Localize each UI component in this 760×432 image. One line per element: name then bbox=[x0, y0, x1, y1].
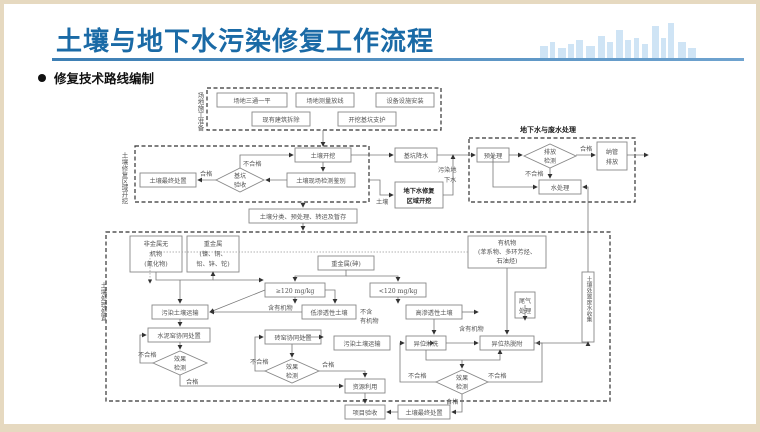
node-organics-2: (苯系物、多环芳烃、 bbox=[478, 248, 536, 256]
node-resource-use: 资源利用 bbox=[353, 383, 378, 391]
node-gw-excavation-2: 区域开挖 bbox=[407, 197, 433, 205]
node-organics-3: 石油烃) bbox=[497, 257, 518, 265]
node-brick-kiln: 砖窑协同处置 bbox=[274, 334, 311, 342]
group-label-soil-excavation: 土壤修复区域开挖 bbox=[120, 151, 128, 205]
node-nonmetal-3: (氰化物) bbox=[144, 260, 167, 268]
node-gw-excavation: 地下水修复 bbox=[404, 187, 436, 195]
node-effect-test-3: 效果 bbox=[456, 374, 468, 382]
node-arsenic: 重金属(砷) bbox=[331, 260, 361, 268]
node-cement-kiln: 水泥窑协同处置 bbox=[157, 332, 200, 340]
node-effect-test-2b: 检测 bbox=[286, 372, 298, 380]
node-high-perm: 高渗透性土壤 bbox=[415, 309, 452, 317]
bullet-icon bbox=[38, 74, 46, 82]
group-label-site-prep: 场地施工准备 bbox=[196, 91, 204, 133]
node-pit-acceptance-2: 验收 bbox=[234, 181, 246, 189]
node-contaminated-transport-2: 污染土壤运输 bbox=[343, 340, 381, 348]
label-no-organics-2: 有机物 bbox=[360, 317, 379, 325]
group-label-soil-treatment: 土壤处理处置 bbox=[99, 281, 107, 322]
label-contains-organics-1: 含有机物 bbox=[268, 304, 293, 312]
label-fail-effect-left: 不合格 bbox=[408, 372, 427, 380]
node-project-acceptance: 项目验收 bbox=[353, 409, 378, 417]
node-sewer-2: 排放 bbox=[606, 158, 618, 166]
node-discharge-test: 排放 bbox=[544, 148, 556, 156]
city-skyline-decoration bbox=[540, 23, 696, 60]
label-fail-pit: 不合格 bbox=[243, 160, 262, 168]
node-nonmetal-2: 机物 bbox=[150, 250, 162, 258]
node-soil-site-test: 土壤现场检测鉴别 bbox=[296, 177, 346, 185]
node-heavy-metal-2: (镍、铜、 bbox=[199, 250, 226, 258]
label-pass-discharge: 合格 bbox=[580, 145, 593, 153]
node-soil-classify: 土壤分类、预处理、转运及暂存 bbox=[260, 213, 347, 221]
node-pit-support: 开挖基坑支护 bbox=[348, 116, 385, 124]
node-nonmetal: 非金属无 bbox=[144, 240, 169, 248]
label-no-organics: 不含 bbox=[360, 308, 372, 316]
node-exsitu-thermal: 异位热脱附 bbox=[492, 340, 523, 348]
label-pass-brick: 合格 bbox=[322, 361, 335, 369]
label-polluted-gw: 污染地 bbox=[438, 166, 457, 174]
node-heavy-metal-3: 铅、锌、铊) bbox=[196, 260, 229, 268]
node-demolition: 现有建筑拆除 bbox=[262, 116, 300, 124]
node-pretreatment: 预处理 bbox=[484, 152, 503, 160]
node-soil-final-disposal-top: 土壤最终处置 bbox=[149, 177, 186, 185]
node-site-survey: 场地测量放线 bbox=[306, 97, 343, 105]
label-polluted-gw-2: 下水 bbox=[444, 176, 457, 184]
label-pass-effect: 合格 bbox=[446, 398, 459, 406]
node-contaminated-transport-1: 污染土壤运输 bbox=[161, 309, 199, 317]
node-effect-test-3b: 检测 bbox=[456, 383, 468, 391]
label-soil: 土壤 bbox=[376, 198, 388, 206]
group-water-treatment bbox=[468, 137, 636, 203]
node-organics: 有机物 bbox=[498, 239, 517, 247]
node-lt120: <120 mg/kg bbox=[379, 288, 418, 295]
node-tail-gas: 尾气 bbox=[519, 297, 531, 305]
node-low-perm: 低渗透性土壤 bbox=[310, 309, 347, 317]
node-soil-excavate: 土壤开挖 bbox=[311, 152, 336, 160]
node-effect-test-1b: 检测 bbox=[174, 364, 186, 372]
node-exsitu-wash: 异位淋洗 bbox=[414, 340, 440, 348]
label-pass-pit: 合格 bbox=[200, 170, 213, 178]
group-label-water-treatment: 地下水与废水处理 bbox=[520, 125, 576, 134]
group-site-prep bbox=[206, 87, 442, 131]
node-discharge-test-2: 检测 bbox=[544, 157, 556, 165]
label-pass-cement: 合格 bbox=[186, 378, 199, 386]
node-pit-dewatering: 基坑降水 bbox=[404, 152, 430, 160]
section-heading: 修复技术路线编制 bbox=[54, 71, 155, 86]
node-site-level: 场地三通一平 bbox=[233, 97, 270, 105]
slide bbox=[4, 4, 756, 424]
title-underline bbox=[52, 58, 744, 61]
node-effect-test-2: 效果 bbox=[286, 363, 298, 371]
label-fail-brick: 不合格 bbox=[250, 358, 269, 366]
node-heavy-metal: 重金属 bbox=[204, 240, 223, 248]
node-wastewater-collect: 土壤处置废水收集 bbox=[585, 275, 592, 324]
group-soil-excavation bbox=[134, 145, 370, 203]
node-soil-final-disposal-bottom: 土壤最终处置 bbox=[405, 409, 442, 417]
label-fail-discharge: 不合格 bbox=[525, 170, 544, 178]
label-contains-organics-2: 含有机物 bbox=[459, 325, 484, 333]
node-tail-gas-2: 处理 bbox=[519, 307, 531, 315]
node-ge120: ≥120 mg/kg bbox=[276, 288, 315, 295]
page-title: 土壤与地下水污染修复工作流程 bbox=[56, 27, 435, 57]
label-fail-effect-right: 不合格 bbox=[488, 372, 507, 380]
node-water-treatment: 水处理 bbox=[551, 184, 570, 192]
node-equipment-install: 设备设施安装 bbox=[386, 97, 423, 105]
label-fail-cement: 不合格 bbox=[138, 351, 157, 359]
node-sewer: 纳管 bbox=[606, 148, 618, 156]
node-pit-acceptance: 基坑 bbox=[234, 172, 246, 180]
group-soil-treatment bbox=[105, 231, 611, 402]
node-effect-test-1: 效果 bbox=[174, 355, 186, 363]
